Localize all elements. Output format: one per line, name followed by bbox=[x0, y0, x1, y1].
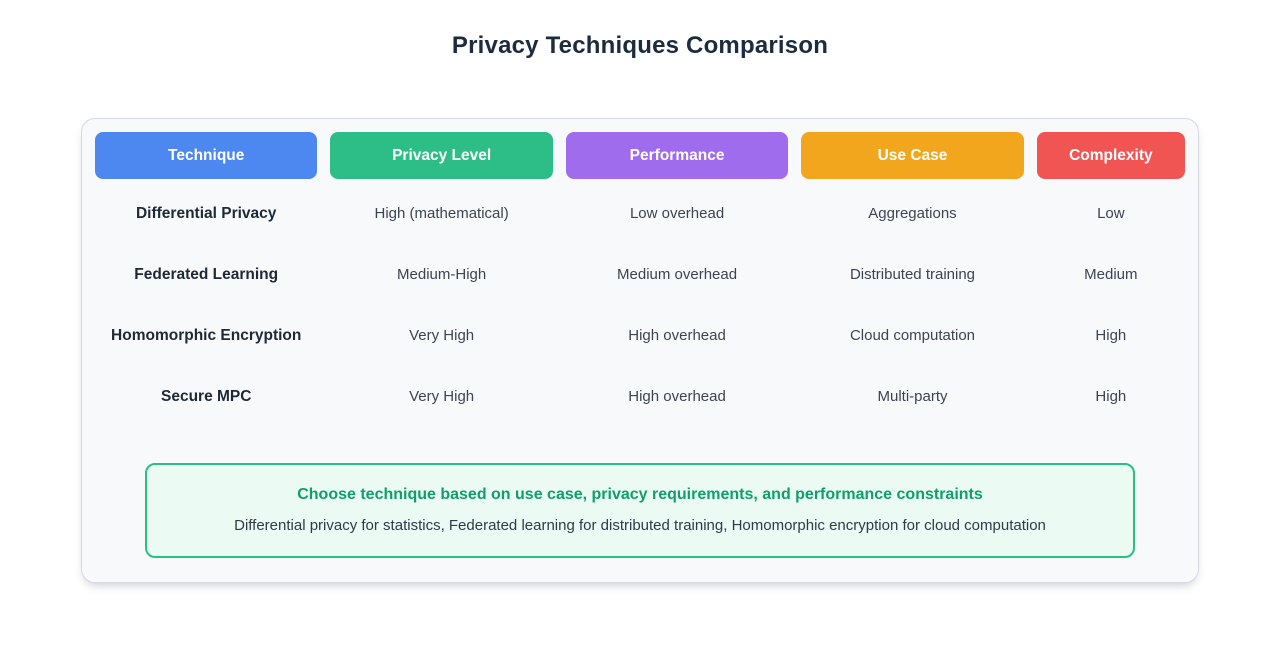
table-row: Federated Learning Medium-High Medium ov… bbox=[95, 244, 1185, 305]
cell-complexity: Low bbox=[1097, 205, 1125, 222]
cell-use-case: Multi-party bbox=[877, 388, 948, 405]
column-header-use-case: Use Case bbox=[801, 132, 1024, 179]
table-row: Homomorphic Encryption Very High High ov… bbox=[95, 305, 1185, 366]
table-header-row: Technique Privacy Level Performance Use … bbox=[95, 132, 1185, 179]
note-detail: Differential privacy for statistics, Fed… bbox=[234, 517, 1046, 534]
column-header-technique: Technique bbox=[95, 132, 318, 179]
note-heading: Choose technique based on use case, priv… bbox=[297, 486, 983, 503]
cell-technique: Secure MPC bbox=[160, 387, 252, 405]
cell-performance: High overhead bbox=[628, 327, 726, 344]
cell-privacy-level: Very High bbox=[409, 388, 475, 405]
column-header-privacy-level: Privacy Level bbox=[330, 132, 553, 179]
cell-complexity: High bbox=[1095, 327, 1127, 344]
cell-privacy-level: Very High bbox=[409, 327, 475, 344]
cell-privacy-level: Medium-High bbox=[397, 266, 487, 283]
cell-privacy-level: High (mathematical) bbox=[374, 205, 509, 222]
cell-technique: Differential Privacy bbox=[135, 204, 277, 222]
recommendation-note: Choose technique based on use case, priv… bbox=[145, 463, 1135, 558]
column-header-complexity: Complexity bbox=[1036, 132, 1185, 179]
table-row: Secure MPC Very High High overhead Multi… bbox=[95, 366, 1185, 427]
cell-use-case: Aggregations bbox=[868, 205, 957, 222]
cell-use-case: Distributed training bbox=[849, 266, 976, 283]
cell-technique: Homomorphic Encryption bbox=[111, 326, 302, 344]
column-header-performance: Performance bbox=[565, 132, 789, 179]
table-row: Differential Privacy High (mathematical)… bbox=[95, 183, 1185, 244]
page-title: Privacy Techniques Comparison bbox=[451, 32, 829, 59]
cell-performance: Low overhead bbox=[629, 205, 725, 222]
table-body: Differential Privacy High (mathematical)… bbox=[95, 183, 1185, 427]
cell-technique: Federated Learning bbox=[134, 265, 279, 283]
cell-use-case: Cloud computation bbox=[849, 327, 976, 344]
cell-performance: Medium overhead bbox=[617, 266, 738, 283]
cell-performance: High overhead bbox=[628, 388, 726, 405]
comparison-card: Technique Privacy Level Performance Use … bbox=[81, 118, 1199, 583]
cell-complexity: High bbox=[1095, 388, 1127, 405]
cell-complexity: Medium bbox=[1084, 266, 1138, 283]
